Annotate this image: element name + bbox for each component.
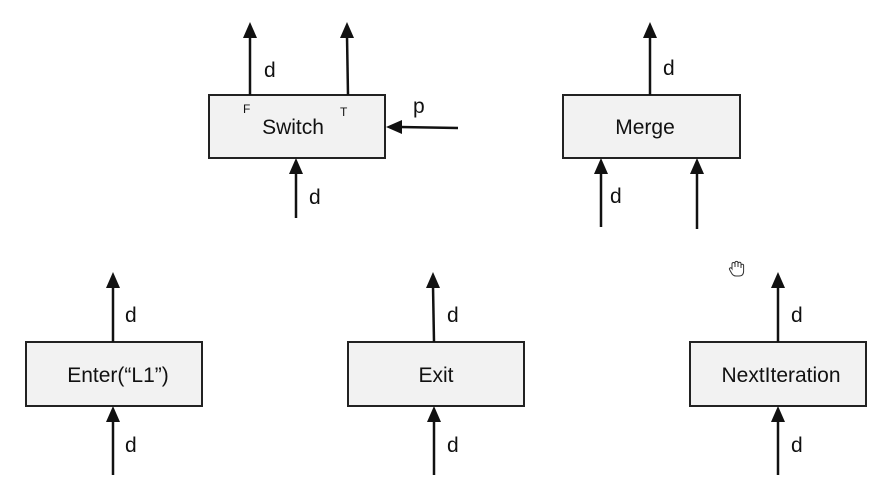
arrowhead bbox=[106, 406, 120, 422]
next-iteration-in-edge: d bbox=[771, 406, 803, 475]
enter-in-label: d bbox=[125, 434, 137, 457]
enter-out-edge: d bbox=[106, 272, 137, 342]
enter-node: Enter(“L1”) bbox=[25, 341, 203, 407]
switch-out-false-label: d bbox=[264, 59, 276, 82]
next-iteration-label: NextIteration bbox=[721, 364, 840, 387]
enter-label: Enter(“L1”) bbox=[67, 364, 169, 387]
next-iteration-out-label: d bbox=[791, 304, 803, 327]
arrowhead bbox=[386, 120, 402, 134]
switch-port-false: F bbox=[243, 102, 250, 116]
arrowhead bbox=[106, 272, 120, 288]
next-iteration-box bbox=[689, 341, 867, 407]
merge-out-edge: d bbox=[643, 22, 675, 95]
arrowhead bbox=[771, 272, 785, 288]
arrowhead bbox=[427, 406, 441, 422]
switch-port-true: T bbox=[340, 105, 348, 119]
exit-out-label: d bbox=[447, 304, 459, 327]
merge-in-right-edge bbox=[690, 158, 704, 229]
arrowhead bbox=[289, 158, 303, 174]
switch-box bbox=[208, 94, 386, 159]
next-iteration-in-label: d bbox=[791, 434, 803, 457]
exit-node: Exit bbox=[347, 341, 525, 407]
switch-in-predicate-label: p bbox=[413, 95, 425, 118]
merge-out-label: d bbox=[663, 57, 675, 80]
switch-out-false-edge: d bbox=[243, 22, 276, 95]
exit-out-edge: d bbox=[426, 272, 459, 343]
merge-in-left-label: d bbox=[610, 185, 622, 208]
arrowhead bbox=[643, 22, 657, 38]
merge-box bbox=[562, 94, 741, 159]
switch-out-true-edge bbox=[340, 22, 354, 96]
switch-node: Switch F T bbox=[208, 94, 386, 159]
arrowhead bbox=[771, 406, 785, 422]
enter-out-label: d bbox=[125, 304, 137, 327]
hand-cursor-icon bbox=[728, 260, 745, 277]
exit-in-label: d bbox=[447, 434, 459, 457]
next-iteration-node: NextIteration bbox=[689, 341, 867, 407]
arrowhead bbox=[340, 22, 354, 38]
arrowhead bbox=[426, 272, 440, 288]
exit-label: Exit bbox=[418, 364, 453, 387]
next-iteration-out-edge: d bbox=[771, 272, 803, 342]
arrowhead bbox=[594, 158, 608, 174]
enter-in-edge: d bbox=[106, 406, 137, 475]
switch-in-predicate-edge: p bbox=[386, 95, 459, 134]
switch-in-data-edge: d bbox=[289, 158, 321, 218]
switch-label: Switch bbox=[262, 116, 324, 139]
arrowhead bbox=[690, 158, 704, 174]
merge-node: Merge bbox=[562, 94, 741, 159]
exit-box bbox=[347, 341, 525, 407]
exit-in-edge: d bbox=[427, 406, 459, 475]
arrowhead bbox=[243, 22, 257, 38]
switch-in-data-label: d bbox=[309, 186, 321, 209]
merge-in-left-edge: d bbox=[594, 158, 622, 227]
merge-label: Merge bbox=[615, 116, 675, 139]
